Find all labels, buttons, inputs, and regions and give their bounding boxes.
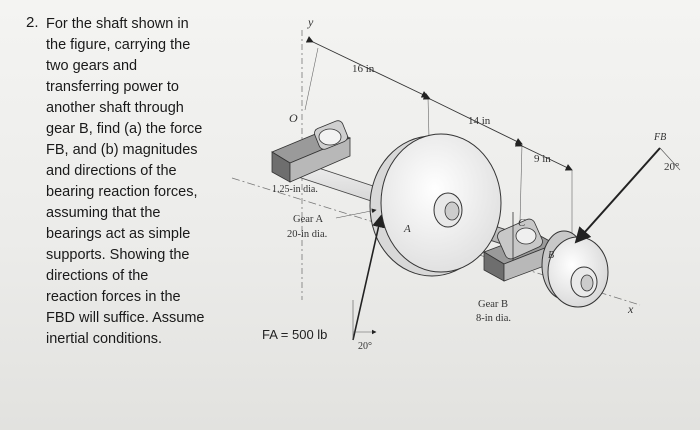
force-fa: FA = 500 lb 20°	[262, 214, 385, 352]
problem-line: FBD will suffice. Assume	[46, 310, 205, 326]
fa-angle-label: 20°	[358, 341, 372, 352]
gear-a-point-label: A	[403, 223, 411, 235]
problem-line: transferring power to	[46, 79, 179, 95]
y-axis-label: y	[307, 15, 314, 29]
problem-line: supports. Showing the	[46, 247, 190, 263]
problem-line: the figure, carrying the	[46, 37, 191, 53]
bearing-o	[271, 120, 351, 183]
gear-a-label: Gear A 20-in dia.	[287, 208, 377, 240]
dimension-14-label: 14 in	[468, 115, 491, 127]
problem-line: and directions of the	[46, 163, 177, 179]
svg-text:20-in dia.: 20-in dia.	[287, 229, 327, 240]
problem-number: 2.	[26, 14, 39, 31]
x-axis-label: x	[627, 302, 634, 316]
gear-b-point-label: B	[548, 250, 554, 261]
shaft-diameter-label: 1.25-in dia.	[272, 184, 318, 195]
gear-b-diameter: 8-in dia.	[476, 313, 511, 324]
fb-label: FB	[653, 132, 666, 143]
problem-line: bearings act as simple	[46, 226, 191, 242]
problem-line: another shaft through	[46, 100, 184, 116]
dimension-16-label: 16 in	[352, 63, 375, 75]
problem-line: two gears and	[46, 58, 138, 74]
problem-line: For the shaft shown in	[46, 16, 189, 32]
problem-line: inertial conditions.	[46, 331, 163, 347]
problem-line: bearing reaction forces,	[46, 184, 198, 200]
gear-b: B	[541, 230, 609, 308]
dimension-9-label: 9 in	[534, 153, 551, 165]
problem-line: gear B, find (a) the force	[46, 121, 203, 137]
gear-b-name: Gear B	[478, 299, 508, 310]
bearing-c: C	[483, 212, 556, 282]
bearing-c-label: C	[518, 217, 526, 229]
dimension-14in: 14 in	[422, 92, 523, 223]
origin-label: O	[289, 111, 298, 125]
gear-a: A	[369, 133, 502, 277]
fa-label: FA = 500 lb	[262, 327, 327, 342]
problem-line: FB, and (b) magnitudes	[46, 142, 198, 158]
problem-statement: For the shaft shown in the figure, carryi…	[46, 14, 256, 350]
gear-b-label: B Gear B 8-in dia.	[476, 299, 511, 324]
svg-text:Gear A: Gear A	[293, 214, 323, 225]
problem-line: reaction forces in the	[46, 289, 181, 305]
problem-line: directions of the	[46, 268, 149, 284]
force-fb: FB 20°	[574, 132, 681, 244]
problem-line: assuming that the	[46, 205, 161, 221]
dimension-9in: 9 in	[514, 140, 573, 245]
fb-angle-label: 20°	[664, 161, 679, 173]
